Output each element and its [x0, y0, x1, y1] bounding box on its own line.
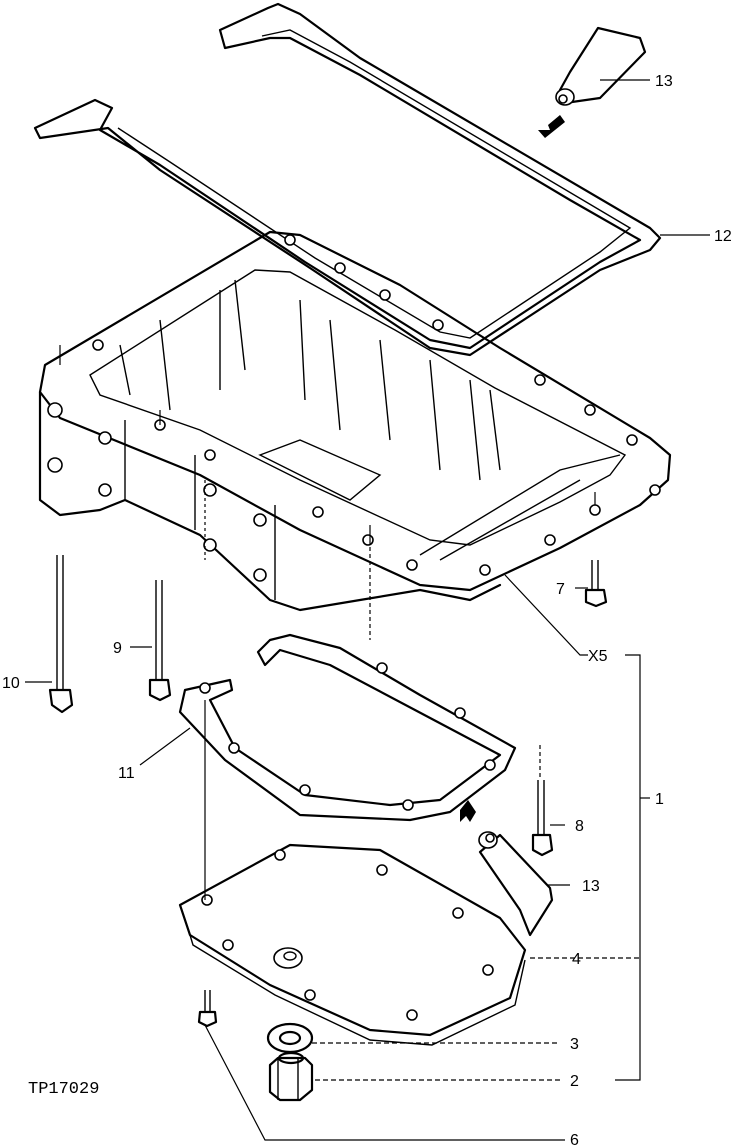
drawing-reference: TP17029: [28, 1080, 99, 1099]
lower-gasket: [178, 633, 517, 822]
bolt-8: [531, 780, 554, 857]
bolt-10: [48, 555, 74, 714]
callout-3: 3: [570, 1036, 579, 1053]
callout-10: 10: [2, 675, 20, 692]
callout-11: 11: [118, 765, 135, 782]
callout-12: 12: [714, 228, 732, 245]
callout-7: 7: [556, 581, 565, 598]
sealant-tube-top: [538, 26, 647, 138]
drain-plug: [268, 1051, 314, 1102]
oil-pan-body: [38, 230, 672, 612]
drain-washer: [266, 1022, 314, 1054]
bolt-9: [148, 580, 172, 702]
oil-pan-cover: [178, 843, 527, 1046]
upper-gasket: [33, 2, 662, 357]
callout-13-top: 13: [655, 73, 673, 90]
bolt-6: [197, 990, 218, 1028]
bolt-7: [584, 560, 608, 608]
callout-8: 8: [575, 818, 584, 835]
sealant-tube-bottom: [460, 800, 554, 937]
callout-1: 1: [655, 791, 664, 808]
callout-9: 9: [113, 640, 122, 657]
callout-4: 4: [572, 951, 581, 968]
leader-lines: [25, 79, 710, 1141]
callout-2: 2: [570, 1073, 579, 1090]
callout-13-bottom: 13: [582, 878, 600, 895]
callout-qty-x5: X5: [588, 648, 608, 665]
callout-6: 6: [570, 1132, 579, 1148]
